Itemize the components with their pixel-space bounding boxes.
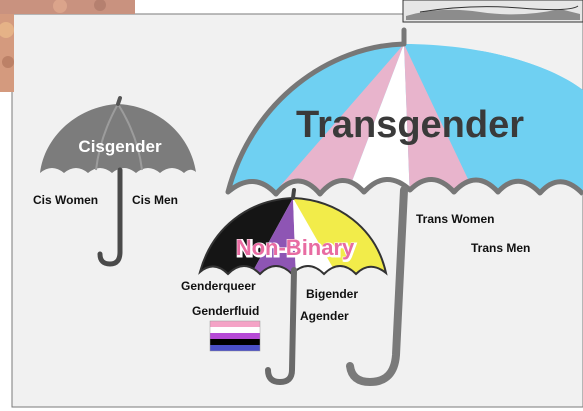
trans-label-men: Trans Men xyxy=(471,241,530,255)
nb-label-genderqueer: Genderqueer xyxy=(181,279,256,293)
genderfluid-flag xyxy=(210,321,260,351)
nb-label-genderfluid: Genderfluid xyxy=(192,304,259,318)
flag-stripe-black xyxy=(210,339,260,345)
cis-label-men: Cis Men xyxy=(132,193,178,207)
nb-label-agender: Agender xyxy=(300,309,349,323)
top-right-photo xyxy=(403,0,583,22)
flag-stripe-purple xyxy=(210,333,260,339)
transgender-title: Transgender xyxy=(296,104,524,146)
flag-stripe-white xyxy=(210,327,260,333)
flag-stripe-pink xyxy=(210,321,260,327)
cis-label-women: Cis Women xyxy=(33,193,98,207)
flag-stripe-blue xyxy=(210,345,260,351)
trans-label-women: Trans Women xyxy=(416,212,494,226)
cisgender-title: Cisgender xyxy=(78,137,162,156)
nonbinary-title: Non-Binary xyxy=(236,235,355,260)
nb-label-bigender: Bigender xyxy=(306,287,358,301)
